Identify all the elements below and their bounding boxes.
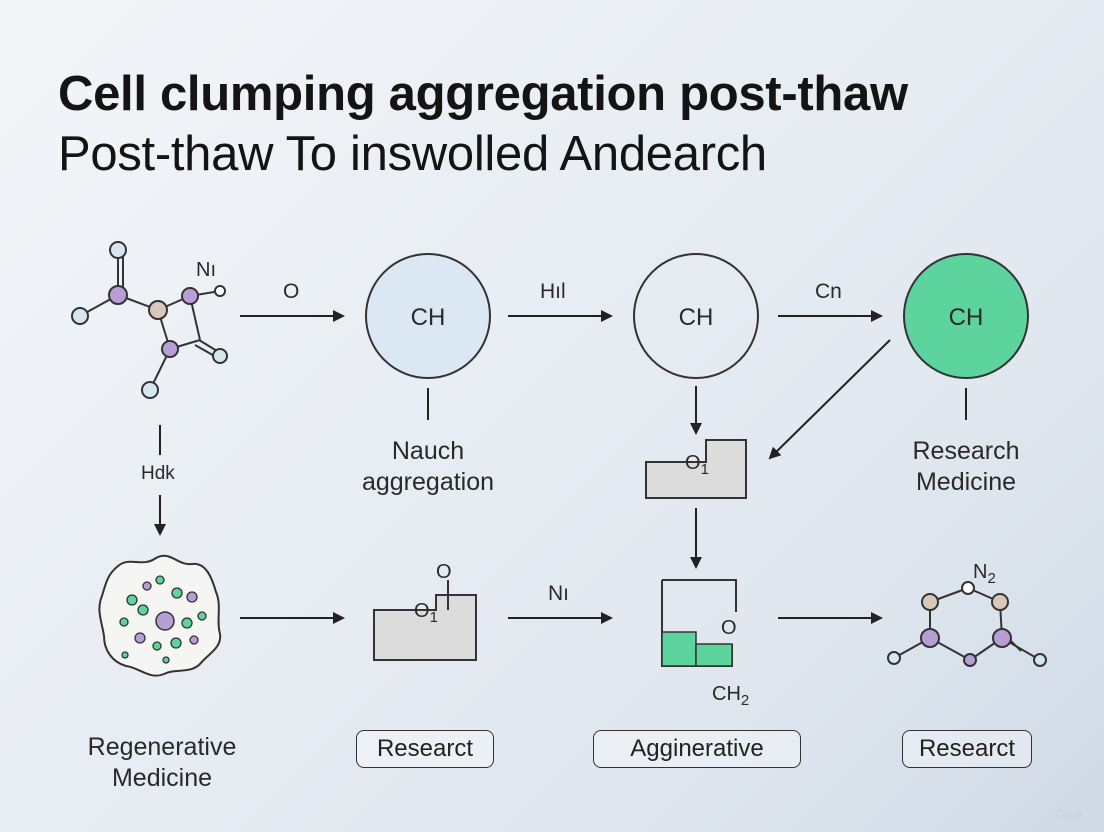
ch-label-2: CH <box>679 304 714 331</box>
molecule-bottom-right <box>887 581 1047 667</box>
title-line-1: Cell clumping aggregation post-thaw <box>58 67 908 121</box>
ch-circle-1 <box>365 253 491 379</box>
arrow-diagonal <box>768 339 891 460</box>
caption-regenerative: Regenerative <box>87 733 237 761</box>
atom <box>212 348 228 364</box>
arrow-label-2: Hıl <box>540 280 566 303</box>
atom <box>161 340 179 358</box>
atom <box>109 241 127 259</box>
atom <box>148 300 168 320</box>
ch-circle-3 <box>903 253 1029 379</box>
arrow-label-1: O <box>283 280 300 303</box>
arrow-label-left-down: Hdk <box>141 463 175 484</box>
caption-nauch: Nauch <box>391 437 465 465</box>
title-line-2: Post-thaw To inswolled Andearch <box>58 127 767 181</box>
page-title: Cell clumping aggregation post-thaw Post… <box>58 64 908 184</box>
ch-label-3: CH <box>949 304 984 331</box>
arrow-label-3: Cn <box>815 280 842 303</box>
caption-regen-medicine: Medicine <box>111 764 213 792</box>
arrow-label-b2: Nı <box>548 582 569 605</box>
watermark: Grok <box>1055 807 1084 822</box>
caption-regenerative-medicine: Regenerative Medicine <box>70 732 254 794</box>
stack-block <box>661 579 737 667</box>
caption-research: Research <box>912 437 1020 465</box>
caption-aggregation: aggregation <box>361 468 495 496</box>
stack-o-label: O <box>721 617 737 639</box>
caption-medicine: Medicine <box>915 468 1017 496</box>
atom <box>181 287 199 305</box>
ch-label-1: CH <box>411 304 446 331</box>
atom <box>141 381 159 399</box>
caption-research-medicine: Research Medicine <box>886 436 1046 498</box>
ch2-label: CH2 <box>712 683 749 709</box>
molecule-label-n1: Nı <box>196 259 216 281</box>
pill-researct-1: Researct <box>356 730 494 768</box>
step-box-mid <box>645 439 747 499</box>
bottom-box-top-label: O <box>436 561 452 583</box>
atom <box>214 285 226 297</box>
caption-nauch-aggregation: Nauch aggregation <box>348 436 508 498</box>
pill-researct-2: Researct <box>902 730 1032 768</box>
n2-label: N2 <box>973 561 996 587</box>
atom <box>71 307 89 325</box>
atom <box>108 285 128 305</box>
bottom-box-label: O1 <box>414 600 438 626</box>
ch-circle-2 <box>633 253 759 379</box>
molecule-top-left <box>71 241 228 399</box>
mid-box-label: O1 <box>685 452 709 478</box>
cell-blob <box>98 554 222 677</box>
step-box-bottom <box>373 594 477 661</box>
pill-agginerative: Agginerative <box>593 730 801 768</box>
